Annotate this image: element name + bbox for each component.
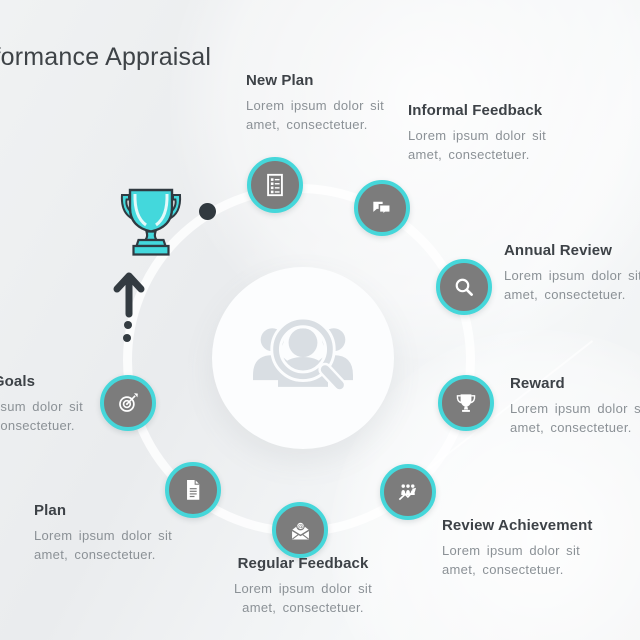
- node-text-new-plan: New Plan Lorem ipsum dolor sit amet, con…: [246, 71, 416, 134]
- node-label: Informal Feedback: [408, 102, 543, 119]
- node-text-annual-review: Annual Review Lorem ipsum dolor sit amet…: [504, 241, 640, 304]
- bullet-dot: [199, 203, 216, 220]
- node-description: Lorem ipsum dolor sit amet, consectetuer…: [233, 581, 373, 615]
- node-circle-reward: [438, 375, 494, 431]
- node-circle-plan: [165, 462, 221, 518]
- trophy-icon: [456, 394, 476, 412]
- node-text-reward: Reward Lorem ipsum dolor sit amet, conse…: [510, 374, 640, 437]
- team-growth-icon: [398, 484, 417, 501]
- trophy-decoration: [116, 183, 186, 268]
- chat-bubbles-icon: [373, 201, 391, 217]
- target-icon: [119, 393, 138, 412]
- node-description: Lorem ipsum dolor sit amet, consectetuer…: [34, 528, 173, 562]
- node-description: Lorem ipsum dolor sit amet, consectetuer…: [510, 401, 640, 435]
- node-label: Review Achievement: [442, 517, 593, 534]
- node-circle-goals: [100, 375, 156, 431]
- node-text-informal-feedback: Informal Feedback Lorem ipsum dolor sit …: [408, 101, 578, 164]
- arrow-up-decoration: [110, 268, 150, 353]
- node-circle-new-plan: [247, 157, 303, 213]
- team-search-icon: [253, 316, 353, 392]
- node-description: Lorem ipsum dolor sit amet, consectetuer…: [246, 98, 385, 132]
- node-description: Lorem ipsum dolor sit amet, consectetuer…: [504, 268, 640, 302]
- trophy-icon: [120, 188, 182, 256]
- node-label: New Plan: [246, 72, 314, 89]
- node-text-plan: Plan Lorem ipsum dolor sit amet, consect…: [34, 501, 194, 564]
- node-label: Annual Review: [504, 242, 612, 259]
- node-label: Plan: [34, 502, 67, 519]
- node-description: Lorem ipsum dolor sit amet, consectetuer…: [0, 399, 84, 433]
- svg-text:@: @: [297, 522, 303, 530]
- node-description: Lorem ipsum dolor sit amet, consectetuer…: [408, 128, 547, 162]
- center-circle: [212, 267, 394, 449]
- document-icon: [187, 480, 200, 500]
- arrow-up-icon: [113, 272, 145, 342]
- node-text-review-achievement: Review Achievement Lorem ipsum dolor sit…: [442, 516, 637, 579]
- node-circle-review-achievement: [380, 464, 436, 520]
- magnifier-icon: [455, 278, 473, 296]
- node-circle-informal-feedback: [354, 180, 410, 236]
- node-label: Reward: [510, 375, 565, 392]
- node-circle-annual-review: [436, 259, 492, 315]
- page-title: Performance Appraisal: [0, 42, 212, 71]
- node-label: Regular Feedback: [237, 555, 369, 572]
- mail-open-icon: @: [291, 521, 309, 539]
- node-text-goals: Goals Lorem ipsum dolor sit amet, consec…: [0, 372, 90, 435]
- node-circle-regular-feedback: @: [272, 502, 328, 558]
- node-description: Lorem ipsum dolor sit amet, consectetuer…: [442, 543, 581, 577]
- node-label: Goals: [0, 373, 36, 390]
- checklist-icon: [267, 173, 283, 197]
- node-text-regular-feedback: Regular Feedback Lorem ipsum dolor sit a…: [217, 554, 389, 617]
